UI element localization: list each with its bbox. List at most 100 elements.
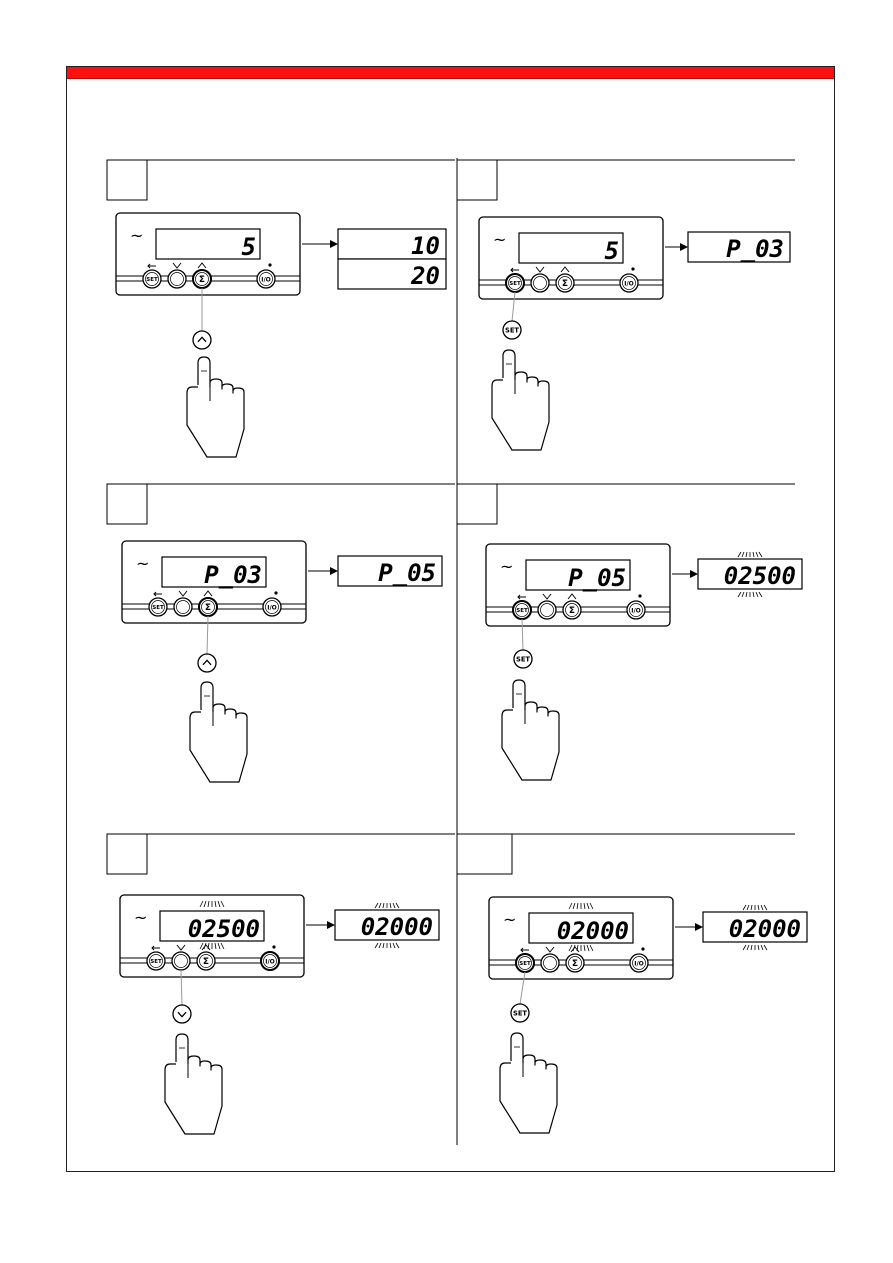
result-value: 02000 bbox=[361, 913, 433, 941]
blink-ray bbox=[742, 904, 747, 911]
sum-button-ring bbox=[201, 600, 215, 614]
power-dot-icon bbox=[641, 947, 645, 951]
lcd-value: 5 bbox=[242, 233, 256, 261]
enter-arrow-icon bbox=[510, 267, 519, 273]
result-value: P_05 bbox=[378, 559, 436, 587]
chevron-down-icon bbox=[535, 266, 545, 273]
blink-ray bbox=[392, 942, 396, 949]
up-button-icon bbox=[192, 330, 212, 350]
result-display bbox=[697, 558, 803, 590]
sum-key-label: Σ bbox=[572, 959, 578, 969]
down-button-ring bbox=[543, 956, 557, 970]
press-connector bbox=[521, 618, 524, 651]
power-key-label: I/O bbox=[267, 605, 277, 612]
sum-button-ring bbox=[565, 603, 579, 617]
blink-ray bbox=[220, 942, 225, 950]
power-key-label: I/O bbox=[261, 277, 271, 284]
down-button-ring bbox=[174, 954, 188, 968]
power-button-ring bbox=[632, 956, 646, 970]
blink-ray bbox=[217, 900, 221, 908]
blink-ray bbox=[741, 591, 745, 598]
enter-arrow-icon bbox=[147, 263, 156, 269]
chevron-up-icon bbox=[560, 266, 570, 273]
set-button-icon bbox=[510, 1003, 530, 1023]
result-display bbox=[687, 231, 791, 263]
sum-key-label: Σ bbox=[203, 957, 209, 967]
blink-ray bbox=[374, 942, 379, 949]
up-button-icon bbox=[197, 653, 217, 673]
blink-ray bbox=[378, 902, 382, 909]
set-button-ring bbox=[149, 954, 163, 968]
sum-key-label: Σ bbox=[199, 275, 205, 285]
chevron-up-icon bbox=[202, 659, 212, 666]
tilde-icon: ~ bbox=[134, 908, 147, 927]
blink-ray bbox=[572, 944, 576, 952]
chevron-up-icon bbox=[570, 946, 580, 953]
sum-button-ring bbox=[558, 276, 572, 290]
sum-key-label: Σ bbox=[562, 279, 568, 289]
blink-ray bbox=[568, 944, 573, 952]
set-key-label: SET bbox=[519, 961, 531, 967]
lcd-display bbox=[161, 556, 267, 588]
press-connector bbox=[511, 291, 516, 322]
blink-ray bbox=[758, 591, 763, 598]
result-display bbox=[334, 909, 440, 941]
tilde-icon: ~ bbox=[130, 226, 143, 245]
blink-ray bbox=[746, 904, 750, 911]
lcd-display bbox=[528, 912, 634, 944]
power-button-ring bbox=[629, 603, 643, 617]
lcd-value: 02000 bbox=[557, 917, 629, 945]
pointing-hand-icon bbox=[164, 1033, 223, 1135]
sum-key-label: Σ bbox=[205, 603, 211, 613]
chevron-up-icon bbox=[197, 336, 207, 343]
step-number-box bbox=[106, 159, 148, 201]
set-button-ring bbox=[508, 276, 522, 290]
set-button-ring bbox=[151, 600, 165, 614]
press-connector bbox=[180, 969, 183, 1006]
enter-arrow-icon bbox=[153, 591, 162, 597]
enter-arrow-icon bbox=[151, 945, 160, 951]
chevron-up-icon bbox=[203, 590, 213, 597]
down-button-ring bbox=[170, 272, 184, 286]
enter-arrow-icon bbox=[517, 594, 526, 600]
set-button-label: SET bbox=[513, 1010, 527, 1018]
power-button-ring bbox=[622, 276, 636, 290]
tilde-icon: ~ bbox=[136, 554, 149, 573]
step-number-box bbox=[456, 833, 513, 875]
lcd-display bbox=[155, 228, 261, 260]
blink-ray bbox=[392, 902, 396, 909]
blink-ray bbox=[203, 900, 207, 908]
tilde-icon: ~ bbox=[493, 230, 506, 249]
set-button-label: SET bbox=[516, 656, 530, 664]
power-button-ring bbox=[265, 600, 279, 614]
blink-ray bbox=[752, 591, 755, 598]
blink-ray bbox=[576, 944, 579, 952]
down-button-ring bbox=[533, 276, 547, 290]
down-button-ring bbox=[540, 603, 554, 617]
pointing-hand-icon bbox=[501, 679, 560, 781]
lcd-value: 02500 bbox=[188, 915, 260, 943]
sum-button-ring bbox=[568, 956, 582, 970]
power-button-ring bbox=[259, 272, 273, 286]
power-dot-icon bbox=[268, 263, 272, 267]
result-value: 20 bbox=[410, 262, 440, 290]
set-button-icon bbox=[513, 649, 533, 669]
blink-ray bbox=[199, 942, 204, 950]
chevron-down-icon bbox=[542, 593, 552, 600]
blink-ray bbox=[378, 942, 382, 949]
blink-ray bbox=[750, 904, 753, 911]
chevron-up-icon bbox=[567, 593, 577, 600]
chevron-down-icon bbox=[178, 590, 188, 597]
lcd-value: P_03 bbox=[204, 561, 262, 589]
blink-ray bbox=[746, 944, 750, 951]
blink-ray bbox=[576, 902, 579, 910]
pointing-hand-icon bbox=[499, 1032, 558, 1134]
blink-ray bbox=[382, 902, 385, 909]
power-dot-icon bbox=[272, 945, 276, 949]
blink-ray bbox=[583, 902, 586, 910]
sum-button-ring bbox=[195, 272, 209, 286]
blink-ray bbox=[758, 551, 763, 558]
